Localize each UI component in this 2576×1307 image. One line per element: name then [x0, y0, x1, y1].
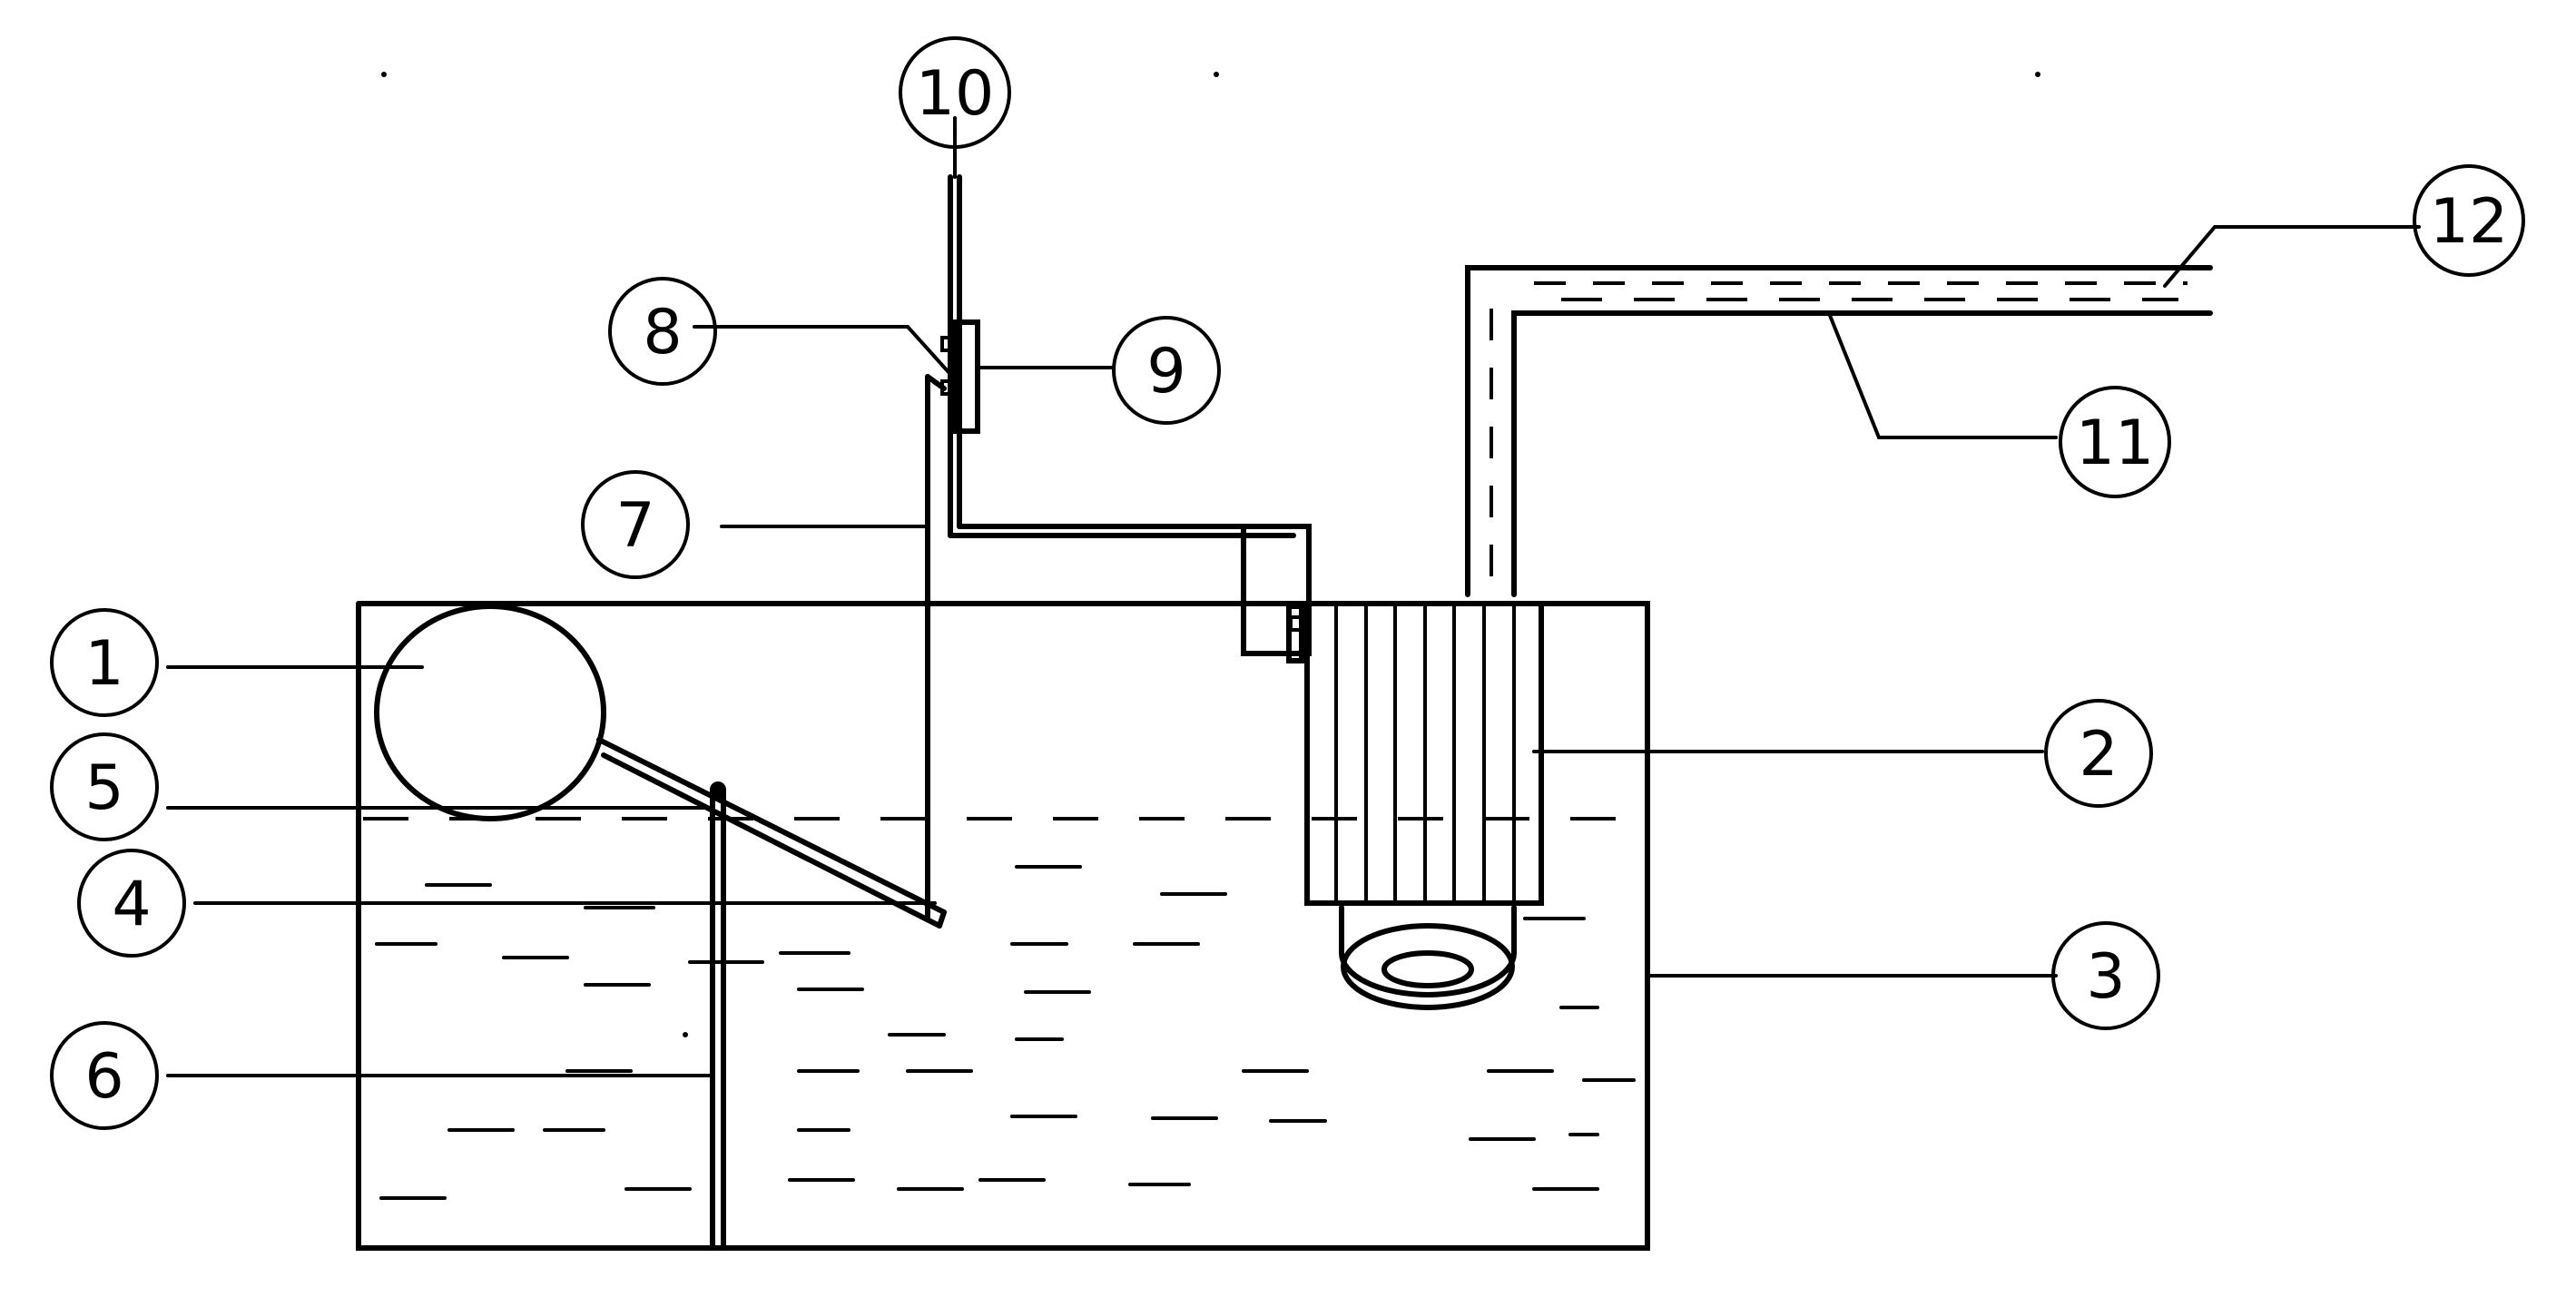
callout-2: 2 — [2044, 699, 2153, 808]
callout-8: 8 — [608, 277, 717, 386]
pump-inlet — [1339, 905, 1517, 1010]
scan-specks — [381, 72, 2040, 1037]
label-3: 3 — [2086, 941, 2125, 1013]
callout-10: 10 — [899, 36, 1011, 149]
pivot-rod — [710, 781, 726, 1248]
callout-11: 11 — [2059, 386, 2171, 498]
power-wire — [948, 174, 1296, 538]
callout-1: 1 — [50, 608, 159, 717]
label-8: 8 — [643, 297, 682, 369]
label-12: 12 — [2430, 186, 2509, 258]
discharge-pipe — [1465, 265, 2213, 597]
pump — [1304, 601, 1544, 906]
label-6: 6 — [84, 1041, 123, 1113]
callout-4: 4 — [77, 849, 186, 958]
callout-9: 9 — [1112, 316, 1221, 425]
label-10: 10 — [916, 58, 995, 130]
float-arm — [596, 737, 947, 929]
label-1: 1 — [84, 628, 123, 700]
label-4: 4 — [112, 869, 151, 940]
leader-lines — [166, 116, 2421, 1077]
callout-7: 7 — [581, 470, 690, 579]
pump-junction-box — [1241, 524, 1312, 663]
callout-12: 12 — [2413, 164, 2525, 277]
label-11: 11 — [2076, 408, 2155, 479]
callout-5: 5 — [50, 732, 159, 841]
water-body-dashes — [375, 865, 1636, 1200]
tank — [356, 601, 1650, 1251]
callout-6: 6 — [50, 1021, 159, 1130]
label-5: 5 — [84, 752, 123, 824]
label-2: 2 — [2079, 719, 2118, 791]
callout-3: 3 — [2051, 921, 2160, 1030]
label-7: 7 — [615, 490, 654, 562]
label-9: 9 — [1146, 336, 1185, 408]
float-ball — [374, 604, 606, 821]
